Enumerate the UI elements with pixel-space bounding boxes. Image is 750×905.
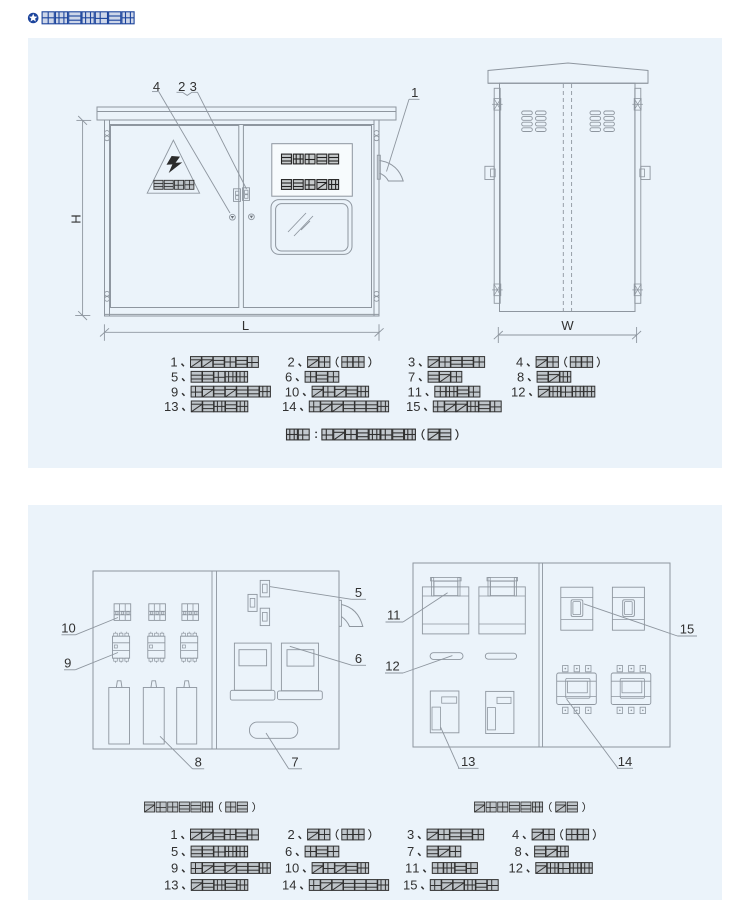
svg-text:8: 8 — [195, 755, 202, 770]
svg-text:1: 1 — [411, 85, 418, 100]
svg-text:8: 8 — [517, 370, 524, 385]
svg-text:1: 1 — [403, 878, 410, 893]
svg-text:2: 2 — [516, 861, 523, 876]
svg-text:1: 1 — [408, 384, 415, 399]
svg-text:13: 13 — [461, 754, 475, 769]
svg-text:3: 3 — [171, 399, 178, 414]
svg-text:1: 1 — [406, 399, 413, 414]
svg-text:4: 4 — [516, 355, 523, 370]
svg-text:11: 11 — [387, 608, 401, 623]
svg-text:12: 12 — [385, 659, 399, 674]
svg-text:15: 15 — [680, 622, 694, 637]
svg-text:5: 5 — [355, 585, 362, 600]
svg-text:H: H — [69, 214, 84, 223]
svg-text:4: 4 — [153, 79, 160, 94]
svg-text:5: 5 — [171, 370, 178, 385]
svg-text:2: 2 — [288, 355, 295, 370]
svg-text:7: 7 — [407, 844, 414, 859]
svg-text:14: 14 — [618, 754, 632, 769]
svg-text:4: 4 — [289, 399, 296, 414]
svg-text:1: 1 — [282, 399, 289, 414]
svg-text:9: 9 — [171, 384, 178, 399]
svg-text:0: 0 — [292, 384, 299, 399]
svg-text:1: 1 — [170, 355, 177, 370]
svg-text:5: 5 — [171, 844, 178, 859]
svg-text:1: 1 — [412, 861, 419, 876]
svg-text:6: 6 — [355, 651, 362, 666]
svg-text:2: 2 — [518, 384, 525, 399]
svg-text:1: 1 — [509, 861, 516, 876]
svg-text:5: 5 — [410, 878, 417, 893]
svg-text:1: 1 — [282, 878, 289, 893]
svg-text:3: 3 — [408, 355, 415, 370]
svg-text:3: 3 — [407, 827, 414, 842]
svg-text:8: 8 — [515, 844, 522, 859]
svg-text:W: W — [561, 318, 574, 333]
svg-text:2: 2 — [288, 827, 295, 842]
svg-text:L: L — [242, 318, 249, 333]
svg-text:1: 1 — [164, 878, 171, 893]
svg-text:1: 1 — [415, 384, 422, 399]
svg-text:1: 1 — [511, 384, 518, 399]
svg-text:9: 9 — [171, 861, 178, 876]
svg-text:3: 3 — [171, 878, 178, 893]
svg-text:4: 4 — [512, 827, 519, 842]
svg-text:1: 1 — [285, 384, 292, 399]
svg-text:1: 1 — [285, 861, 292, 876]
svg-text:6: 6 — [285, 370, 292, 385]
svg-text:7: 7 — [291, 755, 298, 770]
svg-text:1: 1 — [405, 861, 412, 876]
svg-text:5: 5 — [413, 399, 420, 414]
svg-text:1: 1 — [164, 399, 171, 414]
svg-text:3: 3 — [190, 79, 197, 94]
svg-text:1: 1 — [170, 827, 177, 842]
svg-text:0: 0 — [292, 861, 299, 876]
svg-text:9: 9 — [64, 656, 71, 671]
svg-text:4: 4 — [289, 878, 296, 893]
svg-text:6: 6 — [285, 844, 292, 859]
svg-text:10: 10 — [61, 621, 75, 636]
svg-text:7: 7 — [408, 370, 415, 385]
svg-text:2: 2 — [178, 79, 185, 94]
